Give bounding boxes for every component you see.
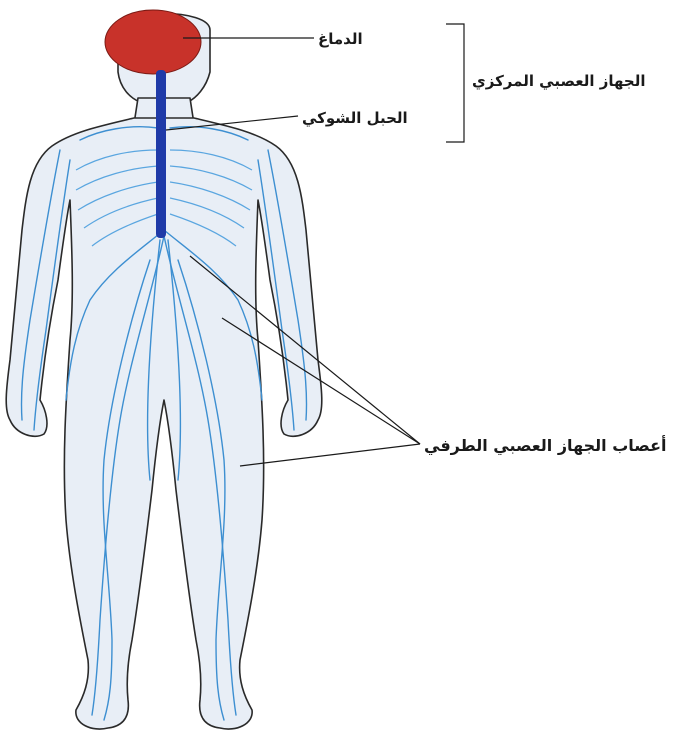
brain-shape: [105, 10, 201, 74]
brain-label: الدماغ: [318, 30, 363, 48]
central-nervous-system-label: الجهاز العصبي المركزي: [472, 72, 645, 90]
spinal-cord-shape: [156, 70, 166, 238]
peripheral-nerves-label: أعصاب الجهاز العصبي الطرفي: [424, 436, 666, 455]
spinal-cord-label: الحبل الشوكي: [302, 109, 408, 127]
